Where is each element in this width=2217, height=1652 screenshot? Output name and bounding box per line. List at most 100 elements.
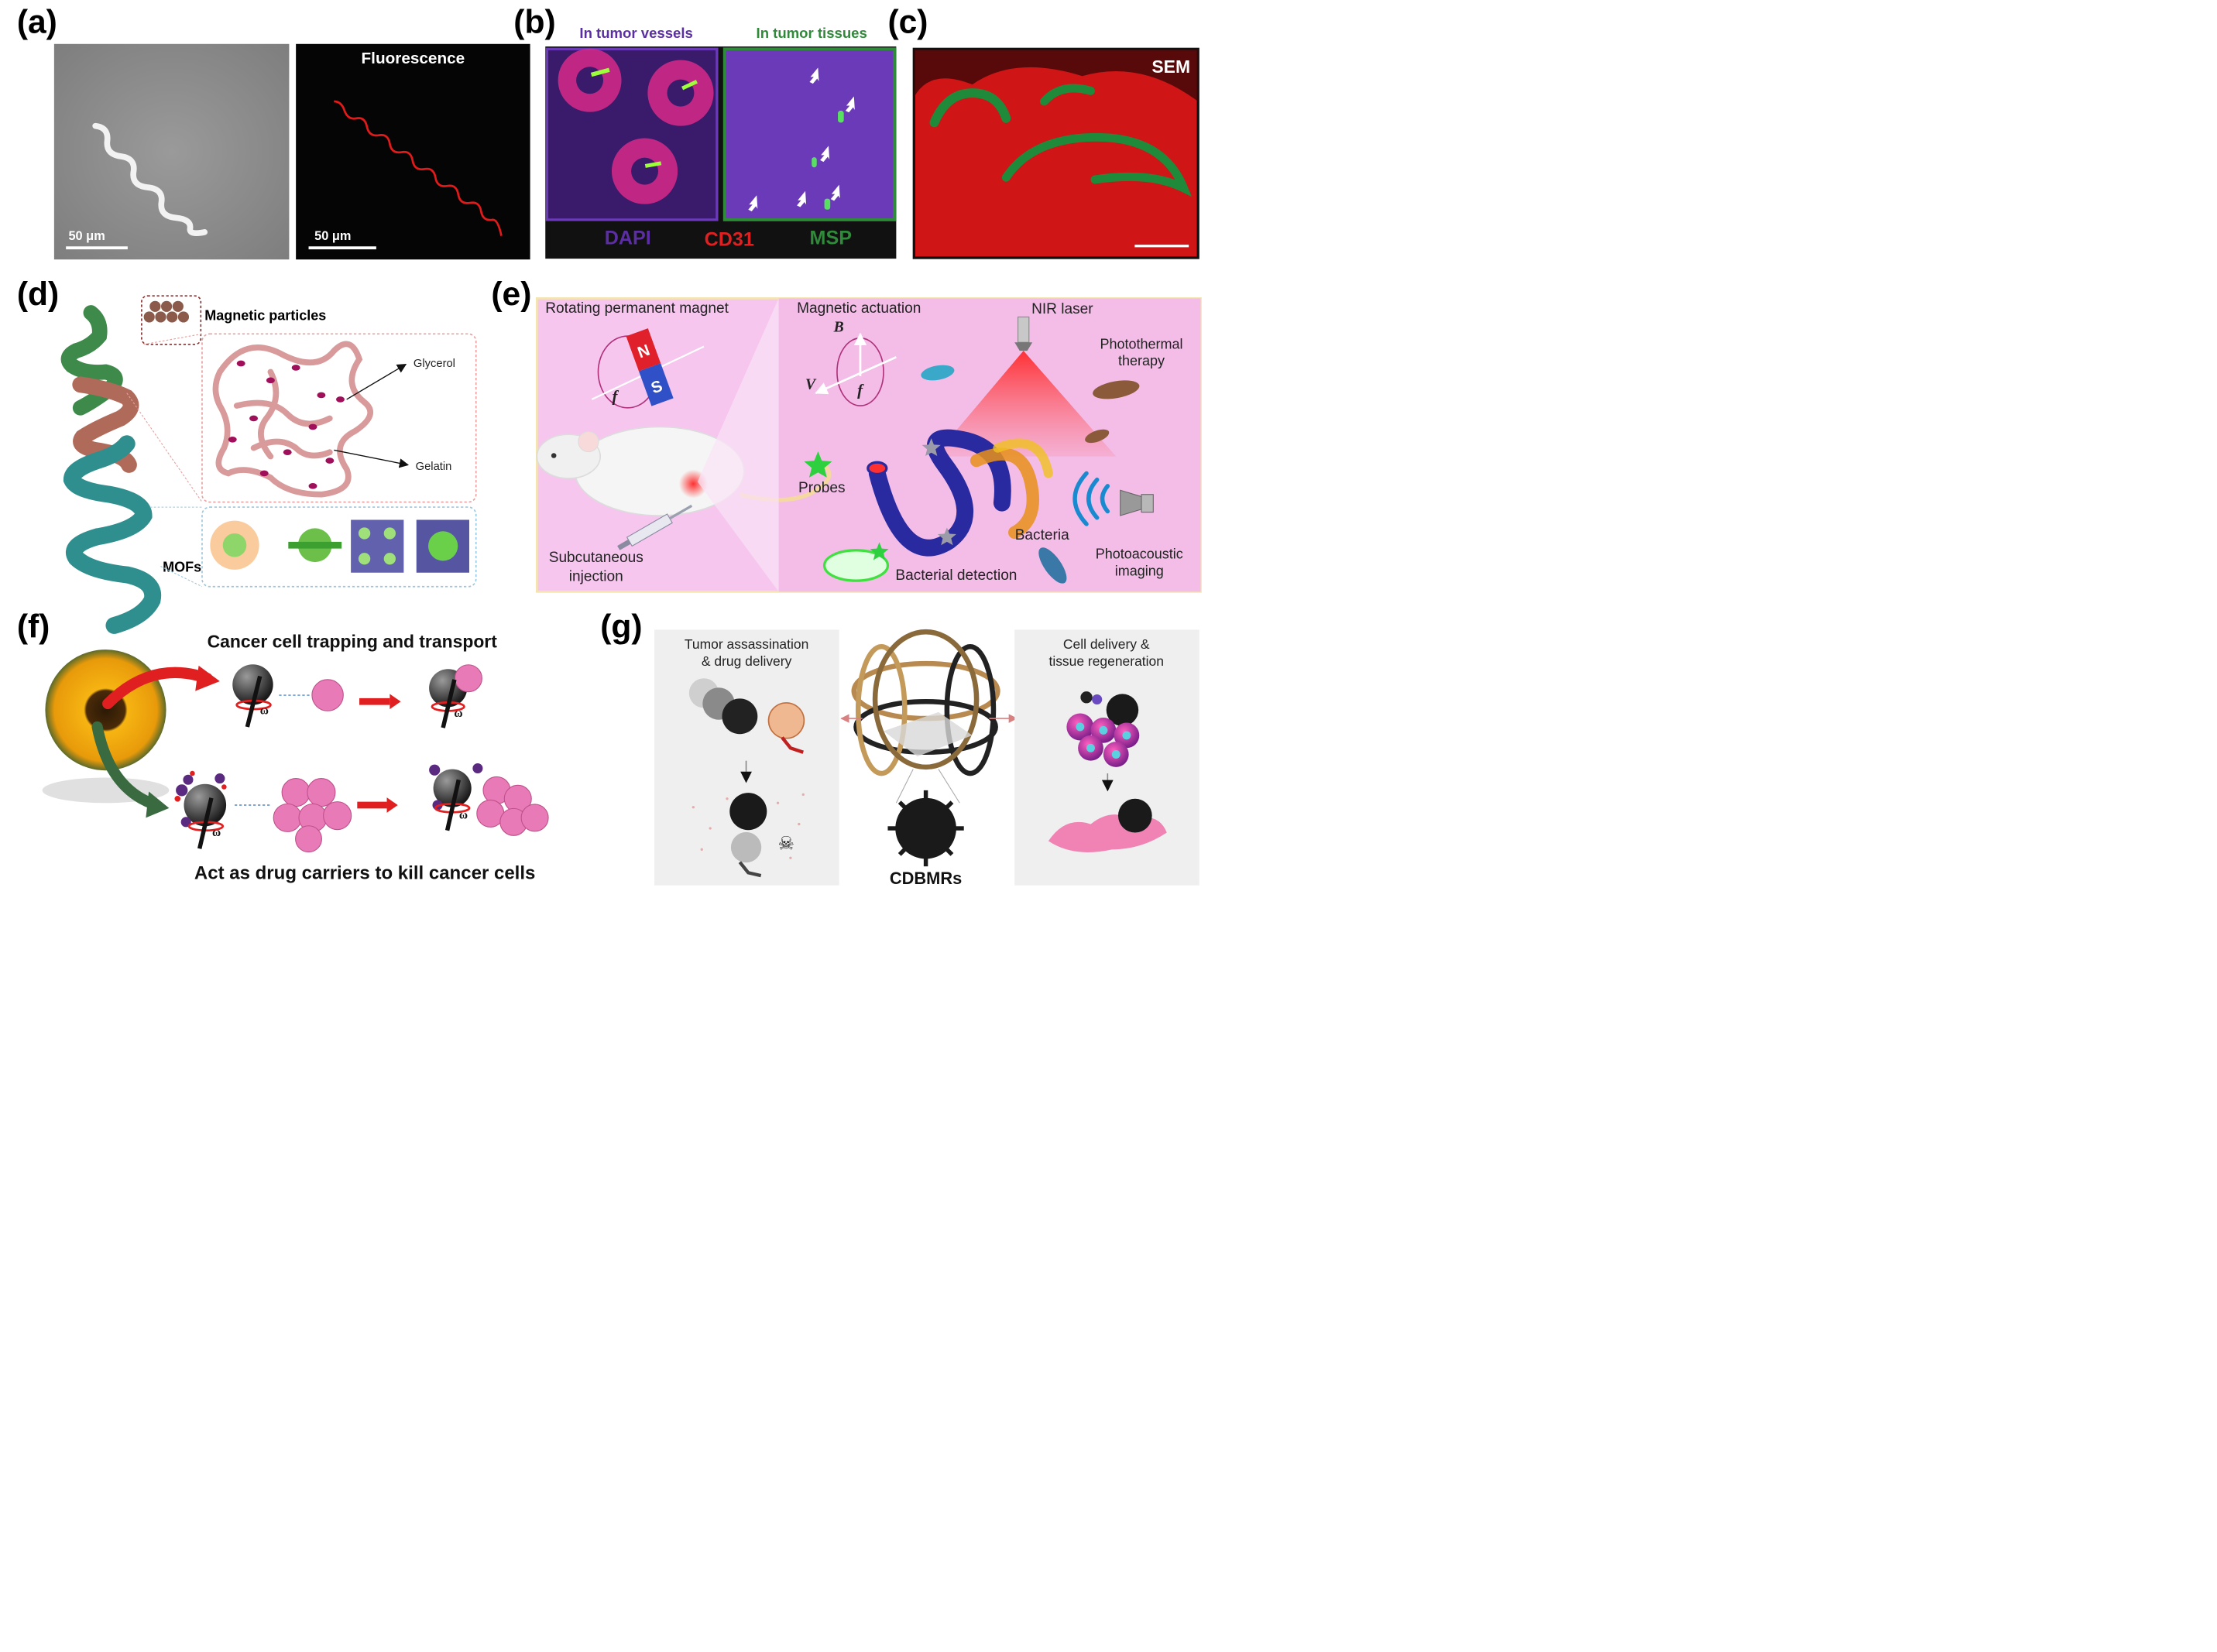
probe-stars-on-helix [921, 438, 956, 546]
bacteria-label: Bacteria [1015, 527, 1069, 543]
title-tumor-tissues: In tumor tissues [757, 25, 867, 41]
helix-on-tissue [1001, 132, 1193, 197]
sem-image [53, 43, 290, 260]
robot-with-cell: ω [428, 664, 482, 728]
skull-icon: ☠ [778, 833, 795, 854]
legend-cd31: CD31 [705, 229, 754, 251]
magnet-n-label: N [635, 341, 652, 362]
f-label-left: f [613, 389, 619, 406]
helix-robot [60, 305, 162, 634]
magnetic-particles-icon [143, 300, 190, 323]
laser-beam [934, 351, 1117, 457]
glycerol-pointer [346, 363, 407, 400]
regenerated-tissue [1048, 798, 1167, 852]
right-title-line1: Cell delivery & [1063, 636, 1150, 652]
magnetic-particle-dots [228, 360, 345, 489]
subcutaneous-label-line2: injection [569, 569, 623, 585]
probe-star-icon [870, 542, 889, 560]
particles-callout [141, 295, 202, 345]
sem-tag: SEM [1151, 57, 1190, 77]
magnetic-particles-label: Magnetic particles [204, 307, 326, 323]
white-arrow-icon [809, 67, 819, 84]
panel-d: (d) Magnetic particles [17, 276, 477, 634]
fluorescence-image [296, 43, 530, 260]
velocity-arrow [815, 356, 897, 395]
gelatin-label: Gelatin [416, 461, 452, 473]
magnify-lines [895, 769, 960, 804]
v-symbol: V [805, 375, 817, 392]
probes-label: Probes [798, 480, 846, 496]
panel-a-label: (a) [17, 4, 57, 41]
cdbmr-spiky-robot [895, 797, 956, 859]
panel-c-label: (c) [887, 4, 928, 41]
rotating-magnet-label: Rotating permanent magnet [545, 300, 729, 317]
helix-microswimmer-sem [92, 122, 208, 236]
tissue-scaffold [883, 711, 973, 757]
panel-f-label: (f) [17, 608, 50, 645]
tumor-icon [767, 702, 805, 754]
sem-dark-region [914, 49, 1199, 102]
photothermal-label-line1: Photothermal [1100, 336, 1182, 351]
panel-g: (g) Tumor assassination & drug delivery … [600, 608, 1199, 888]
msp-signal [590, 67, 610, 77]
mof-structure-3 [351, 519, 404, 573]
spiky-robot-icon [729, 793, 767, 831]
msp-signal [812, 157, 817, 168]
fluorescence-title: Fluorescence [362, 50, 465, 67]
hydrogel-callout [201, 333, 477, 503]
helix-tip [867, 461, 888, 476]
spiky-robot-trail [688, 678, 758, 735]
panel-d-label: (d) [17, 276, 59, 313]
vessel-lumen-3 [631, 157, 659, 185]
right-title-line2: tissue regeneration [1048, 653, 1163, 669]
mofs-callout [201, 506, 477, 588]
omega-symbol: ω [459, 808, 468, 821]
bacteria-icon [1085, 429, 1110, 444]
scalebar-left [66, 246, 128, 250]
scalebar-left-label: 50 μm [68, 229, 105, 243]
tissue-arrows [748, 67, 855, 211]
panel-b: (b) In tumor vessels In tumor tissues [513, 4, 897, 259]
bacteria-icon [1093, 380, 1140, 399]
omega-symbol: ω [454, 707, 462, 720]
detected-bacterium [822, 549, 890, 582]
bacteria-icon [921, 365, 955, 381]
panel-e: (e) Rotating permanent magnet N S f [491, 276, 1202, 593]
legend-dapi: DAPI [605, 228, 651, 249]
white-arrow-icon [748, 195, 758, 211]
bacterial-detection-label: Bacterial detection [895, 567, 1017, 584]
f-label-right: f [857, 382, 864, 399]
green-curved-arrow [91, 721, 163, 811]
left-title-line1: Tumor assassination [685, 636, 808, 652]
mof-structures [210, 519, 469, 573]
robot-with-cluster: ω [429, 763, 549, 836]
scalebar-c [1134, 245, 1189, 248]
trapping-title: Cancer cell trapping and transport [208, 631, 498, 651]
panel-g-label: (g) [600, 608, 642, 645]
mofs-label: MOFs [163, 560, 201, 575]
nir-laser-label: NIR laser [1031, 301, 1093, 317]
cdbmr-label: CDBMRs [890, 869, 962, 888]
white-arrow-icon [797, 190, 807, 207]
acoustic-wave-icon [1072, 471, 1110, 526]
left-title-line2: & drug delivery [702, 653, 792, 669]
panel-b-label: (b) [513, 4, 555, 41]
cancer-cell [311, 679, 344, 711]
omega-symbol: ω [260, 704, 269, 718]
mof-core-4 [428, 531, 458, 561]
cdbmr-spikes [887, 790, 964, 867]
nir-laser-icon [1018, 316, 1030, 343]
glycerol-label: Glycerol [414, 358, 455, 370]
gelatin-network [212, 341, 373, 498]
dead-tumor-icon [730, 831, 762, 863]
msp-signal [644, 161, 662, 168]
helix-segment-teal [63, 435, 162, 634]
scalebar-right-label: 50 μm [314, 229, 351, 243]
cancer-cell-cluster [273, 778, 352, 853]
probe-star-icon [804, 451, 832, 478]
tissue-msp-signals [812, 111, 844, 210]
bar-magnet-icon: N S [626, 328, 674, 406]
callout-connector [126, 333, 203, 502]
white-arrow-icon [845, 96, 855, 113]
tissues-image [722, 47, 897, 221]
